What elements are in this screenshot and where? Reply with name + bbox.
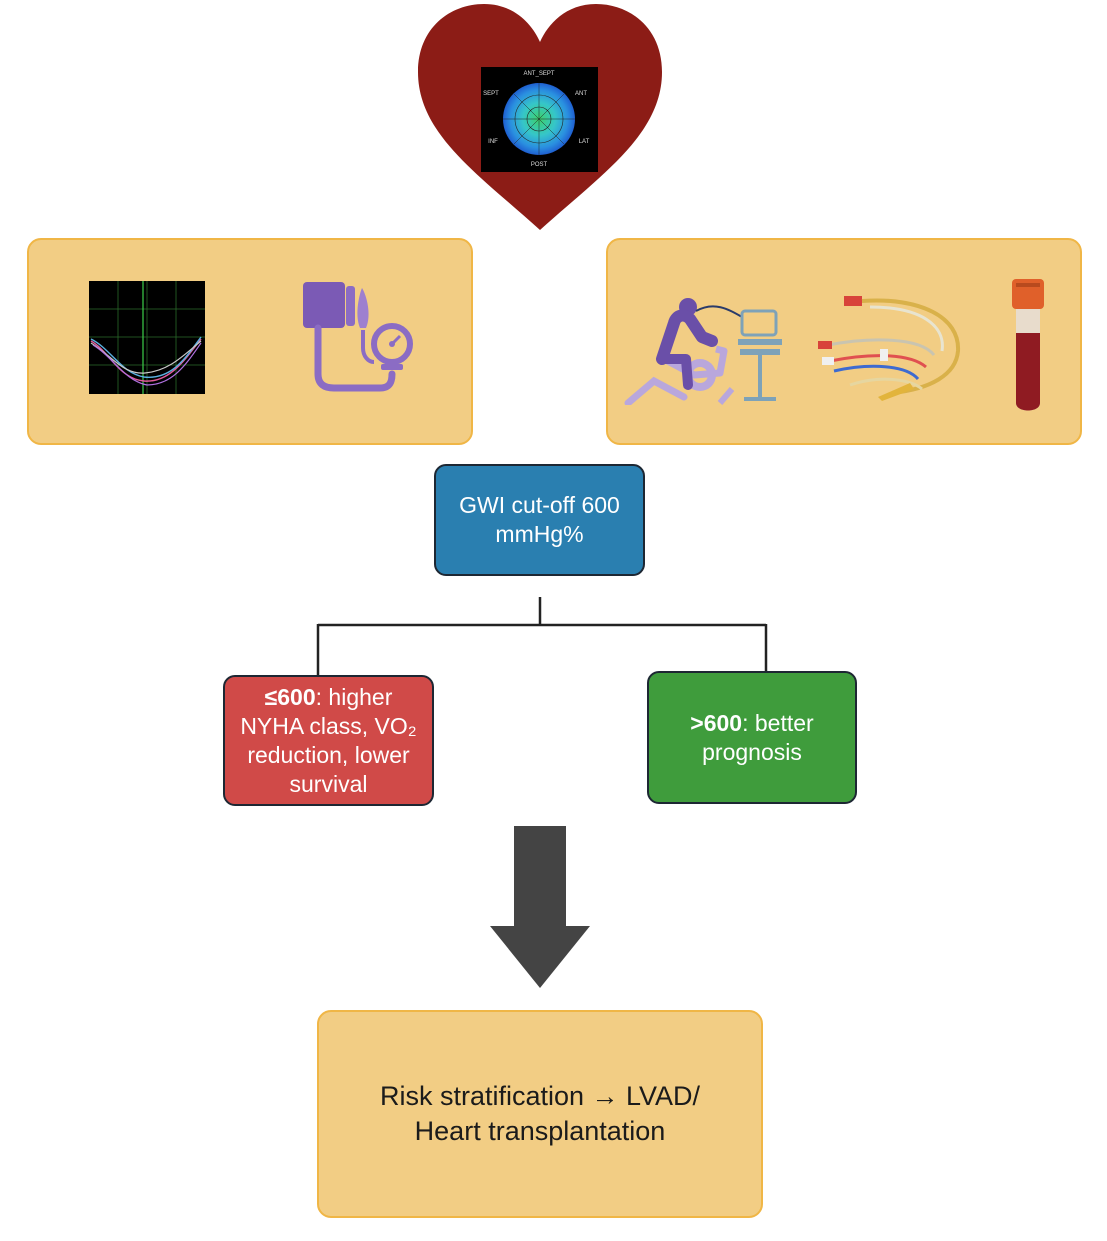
- bullseye-label-post: POST: [531, 162, 548, 168]
- risk-stratification-line1: Risk stratification → LVAD/: [379, 1081, 701, 1111]
- high-gwi-value: >600: [690, 709, 743, 736]
- exercise-bike-test-icon: [624, 293, 786, 407]
- down-arrow-icon: [490, 826, 590, 988]
- risk-stratification-line2: Heart transplantation: [414, 1116, 666, 1146]
- bullseye-label-ant-sept: ANT_SEPT: [523, 71, 554, 77]
- high-gwi-node: >600: better prognosis: [647, 671, 857, 804]
- catheter-icon: [810, 293, 965, 405]
- bullseye-label-lat: LAT: [579, 139, 590, 145]
- gwi-cutoff-node: GWI cut-off 600 mmHg%: [434, 464, 645, 576]
- bullseye-label-inf: INF: [488, 139, 498, 145]
- high-gwi-text: >600: better prognosis: [657, 709, 847, 767]
- bullseye-map: ANT_SEPT ANT SEPT LAT INF POST: [481, 67, 598, 172]
- bullseye-label-sept: SEPT: [483, 91, 499, 97]
- low-gwi-node: ≤600: higher NYHA class, VO₂ reduction, …: [223, 675, 434, 806]
- low-gwi-text: ≤600: higher NYHA class, VO₂ reduction, …: [233, 683, 424, 799]
- risk-stratification-node: Risk stratification → LVAD/ Heart transp…: [317, 1010, 763, 1218]
- bullseye-label-ant: ANT: [575, 91, 587, 97]
- high-gwi-description: : better prognosis: [702, 709, 814, 765]
- blood-tube-icon: [1010, 277, 1046, 417]
- low-gwi-description: : higher NYHA class, VO₂ reduction, lowe…: [240, 683, 417, 797]
- pressure-strain-loop-chart-icon: [89, 281, 205, 394]
- gwi-cutoff-text: GWI cut-off 600 mmHg%: [459, 492, 620, 547]
- low-gwi-value: ≤600: [264, 683, 316, 710]
- heart-illustration: ANT_SEPT ANT SEPT LAT INF POST: [418, 4, 662, 234]
- blood-pressure-cuff-icon: [300, 278, 418, 392]
